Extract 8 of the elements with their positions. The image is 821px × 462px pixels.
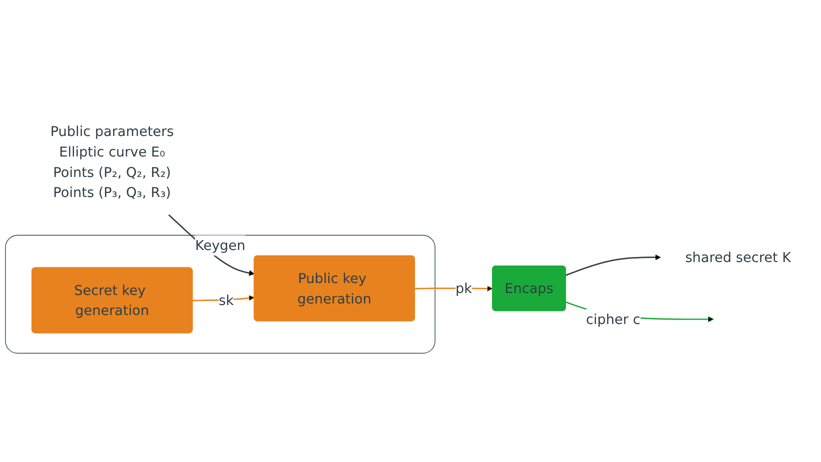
node-text: Public parameters Elliptic curve E₀ Points (P₂, Q₂, R₂) Points (P₃, Q₃, R₃) [50, 123, 174, 201]
arrow [192, 295, 255, 302]
edge-label: cipher c [586, 311, 640, 328]
arrow [414, 286, 493, 292]
edge-label: sk [218, 292, 234, 308]
arrow [566, 254, 661, 276]
edge-label: pk [455, 280, 472, 296]
node-text: shared secret K [685, 249, 792, 266]
